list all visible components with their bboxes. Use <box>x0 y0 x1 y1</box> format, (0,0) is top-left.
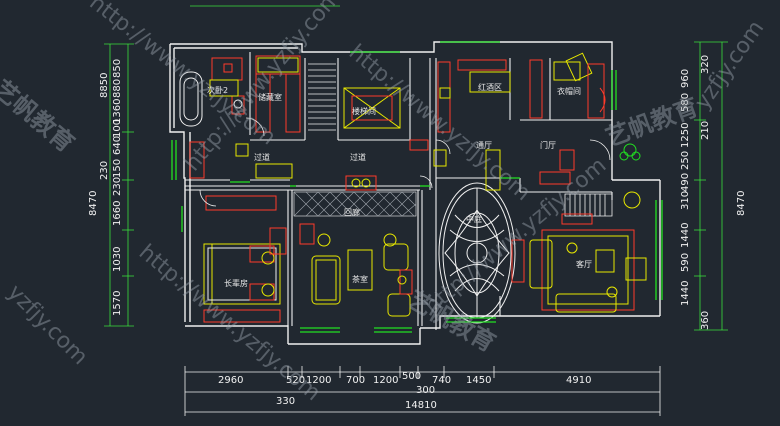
dim-left-total: 8470 <box>88 190 99 216</box>
dim-right-9: 960 <box>680 68 691 88</box>
dim-bottom-row2-2: 300 <box>416 385 436 396</box>
stairs-left <box>308 63 336 131</box>
dim-left-2: 1030 <box>112 246 123 272</box>
dim-bottom-total: 14810 <box>405 400 437 411</box>
room-label-corridor-left: 过道 <box>254 153 270 162</box>
dim-left-10: 850 <box>112 58 123 78</box>
dim-bottom-9: 4910 <box>566 375 592 386</box>
room-label-wine: 红酒区 <box>478 83 502 92</box>
tea-room-furniture <box>299 223 413 317</box>
dim-bottom-1: 2960 <box>218 375 244 386</box>
dim-bottom-7: 740 <box>432 375 452 386</box>
dim-left-extra-1: 230 <box>99 160 110 180</box>
dim-right-4: 310 <box>680 190 691 210</box>
room-label-lobby: 回廊 <box>344 208 360 217</box>
dim-right-col2-3: 210 <box>700 120 711 140</box>
bath-fixtures <box>179 57 245 127</box>
dim-right-col2-2: 8470 <box>736 190 747 216</box>
room-label-foyer: 门厅 <box>540 141 556 150</box>
windows <box>171 41 663 333</box>
dim-bottom-8: 1450 <box>466 375 492 386</box>
dim-bottom-3: 1200 <box>306 375 332 386</box>
dim-left-1: 1570 <box>112 290 123 316</box>
stairs-right <box>564 193 613 217</box>
dim-bottom-4: 700 <box>346 375 366 386</box>
dimension-lines <box>104 5 728 416</box>
dim-left-5: 150 <box>112 158 123 178</box>
dim-left-9: 880 <box>112 78 123 98</box>
dim-left-4: 230 <box>112 176 123 196</box>
wine-cabinets <box>437 59 543 133</box>
elder-room-furniture <box>203 195 287 323</box>
dim-bottom-row2-1: 330 <box>276 396 296 407</box>
room-label-bedroom2: 次卧2 <box>207 86 229 95</box>
corridor-fixtures <box>189 139 575 191</box>
stair-hall-lift <box>343 87 401 129</box>
dim-right-3: 1440 <box>680 222 691 248</box>
room-label-tea: 茶室 <box>352 275 368 284</box>
doors <box>199 117 611 207</box>
room-label-hall: 通厅 <box>476 141 492 150</box>
dim-left-6: 640 <box>112 135 123 155</box>
dim-right-5: 490 <box>680 172 691 192</box>
dim-left-3: 1660 <box>112 200 123 226</box>
courtyard-ornament <box>438 182 516 324</box>
dim-bottom-2: 520 <box>286 375 306 386</box>
room-label-stair: 楼梯间 <box>352 107 376 116</box>
storage-shelves <box>255 55 301 133</box>
lobby-hatch <box>293 191 417 217</box>
room-label-courtyard: 中庭 <box>466 215 482 224</box>
room-label-storage: 储藏室 <box>258 93 282 102</box>
dim-right-col2-1: 360 <box>700 310 711 330</box>
living-room-furniture <box>511 191 647 313</box>
dim-right-2: 590 <box>680 252 691 272</box>
closet-fixtures <box>553 52 606 119</box>
room-label-elder-room: 长辈房 <box>224 279 248 288</box>
plant-icon <box>619 143 641 161</box>
dim-top: 480 <box>258 0 277 3</box>
dim-bottom-5: 1200 <box>373 375 399 386</box>
room-label-closet: 衣帽间 <box>557 87 581 96</box>
dim-bottom-6: 500 <box>402 371 422 382</box>
dim-left-extra-2: 8850 <box>99 72 110 98</box>
room-label-corridor-mid: 过道 <box>350 153 366 162</box>
dim-left-8: 1360 <box>112 98 123 124</box>
dim-right-6: 250 <box>680 150 691 170</box>
dim-right-1: 1440 <box>680 280 691 306</box>
room-label-living: 客厅 <box>576 260 592 269</box>
